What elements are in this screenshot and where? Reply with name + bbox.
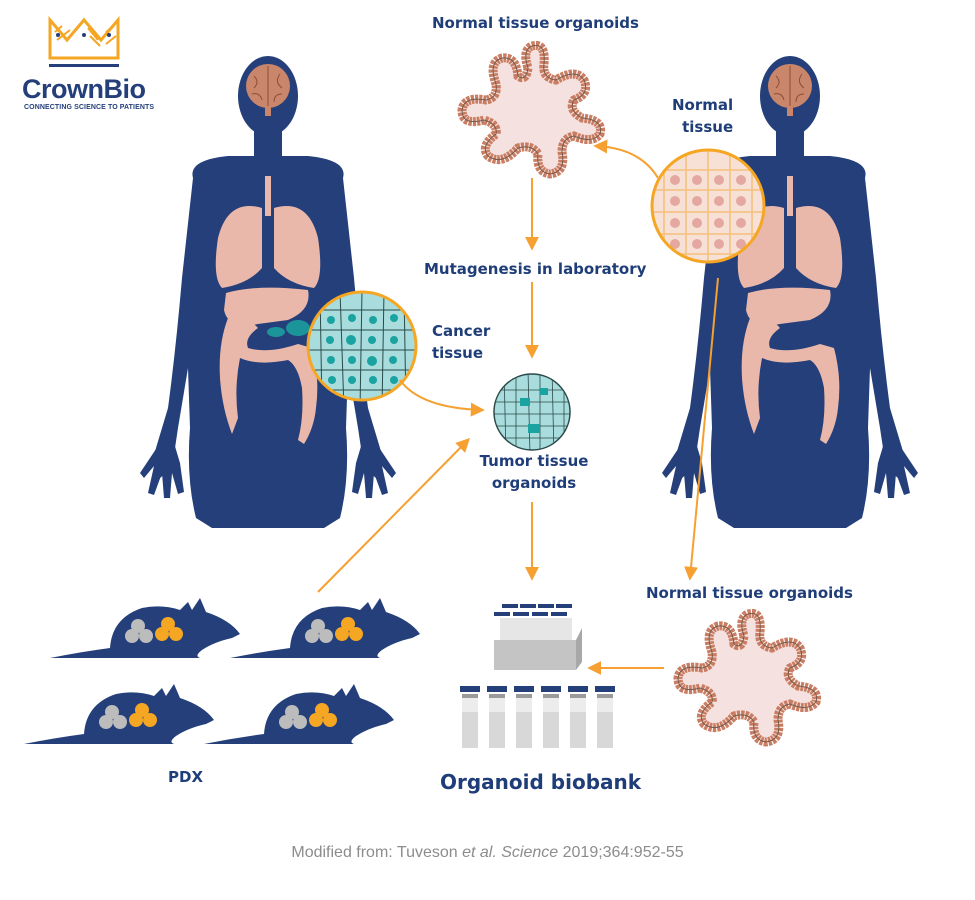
label-mutagenesis: Mutagenesis in laboratory [424, 260, 647, 278]
caption-prefix: Modified from: Tuveson [291, 844, 463, 861]
tumor-organoid [493, 373, 571, 451]
label-cancer-tissue: Cancer tissue [432, 320, 490, 364]
pdx-mouse-2 [230, 598, 420, 658]
label-tumor-organoids-line1: Tumor tissue [479, 452, 589, 470]
cancer-tissue-magnifier [306, 290, 418, 402]
pdx-mouse-1 [50, 598, 240, 658]
flow-arrows [317, 139, 719, 675]
crownbio-crown-icon [48, 15, 120, 67]
logo-tagline: CONNECTING SCIENCE TO PATIENTS [24, 104, 155, 111]
label-cancer-tissue-line1: Cancer [432, 322, 491, 340]
arrow-pdx-to-tumor [317, 438, 470, 593]
biobank-rack [494, 604, 582, 670]
label-pdx: PDX [168, 768, 204, 786]
label-normal-tissue-line2: tissue [682, 118, 734, 136]
label-tumor-organoids: Tumor tissue organoids [478, 450, 590, 494]
logo-name: CrownBio [22, 74, 146, 104]
source-caption: Modified from: Tuveson et al. Science 20… [0, 844, 975, 862]
label-normal-tissue: Normal tissue [672, 94, 733, 138]
label-biobank: Organoid biobank [440, 770, 642, 794]
biobank-tube [460, 686, 480, 748]
caption-citation: 2019;364:952-55 [558, 844, 684, 861]
biobank-tubes [460, 686, 615, 748]
pdx-mouse-4 [204, 684, 394, 744]
biobank-tube [487, 686, 507, 748]
label-cancer-tissue-line2: tissue [432, 344, 484, 362]
label-tumor-organoids-line2: organoids [491, 474, 577, 492]
label-normal-tissue-line1: Normal [672, 96, 734, 114]
label-normal-organoids-bottom: Normal tissue organoids [646, 584, 853, 602]
arrow-cancer-to-tumor [399, 379, 485, 417]
biobank-tube [541, 686, 561, 748]
arrow-normal-to-bottom-organoid [684, 277, 719, 581]
normal-organoid-top [462, 45, 601, 174]
normal-tissue-magnifier [650, 148, 766, 264]
tumor-spot [267, 320, 310, 337]
arrow-normal-to-organoid [593, 139, 659, 179]
biobank-tube [514, 686, 534, 748]
pdx-mouse-3 [24, 684, 214, 744]
biobank-tube [568, 686, 588, 748]
biobank-tube [595, 686, 615, 748]
caption-journal: Science [501, 844, 559, 861]
normal-organoid-bottom [678, 613, 817, 742]
label-normal-organoids-top: Normal tissue organoids [432, 14, 639, 32]
caption-etal: et al. [462, 844, 497, 861]
